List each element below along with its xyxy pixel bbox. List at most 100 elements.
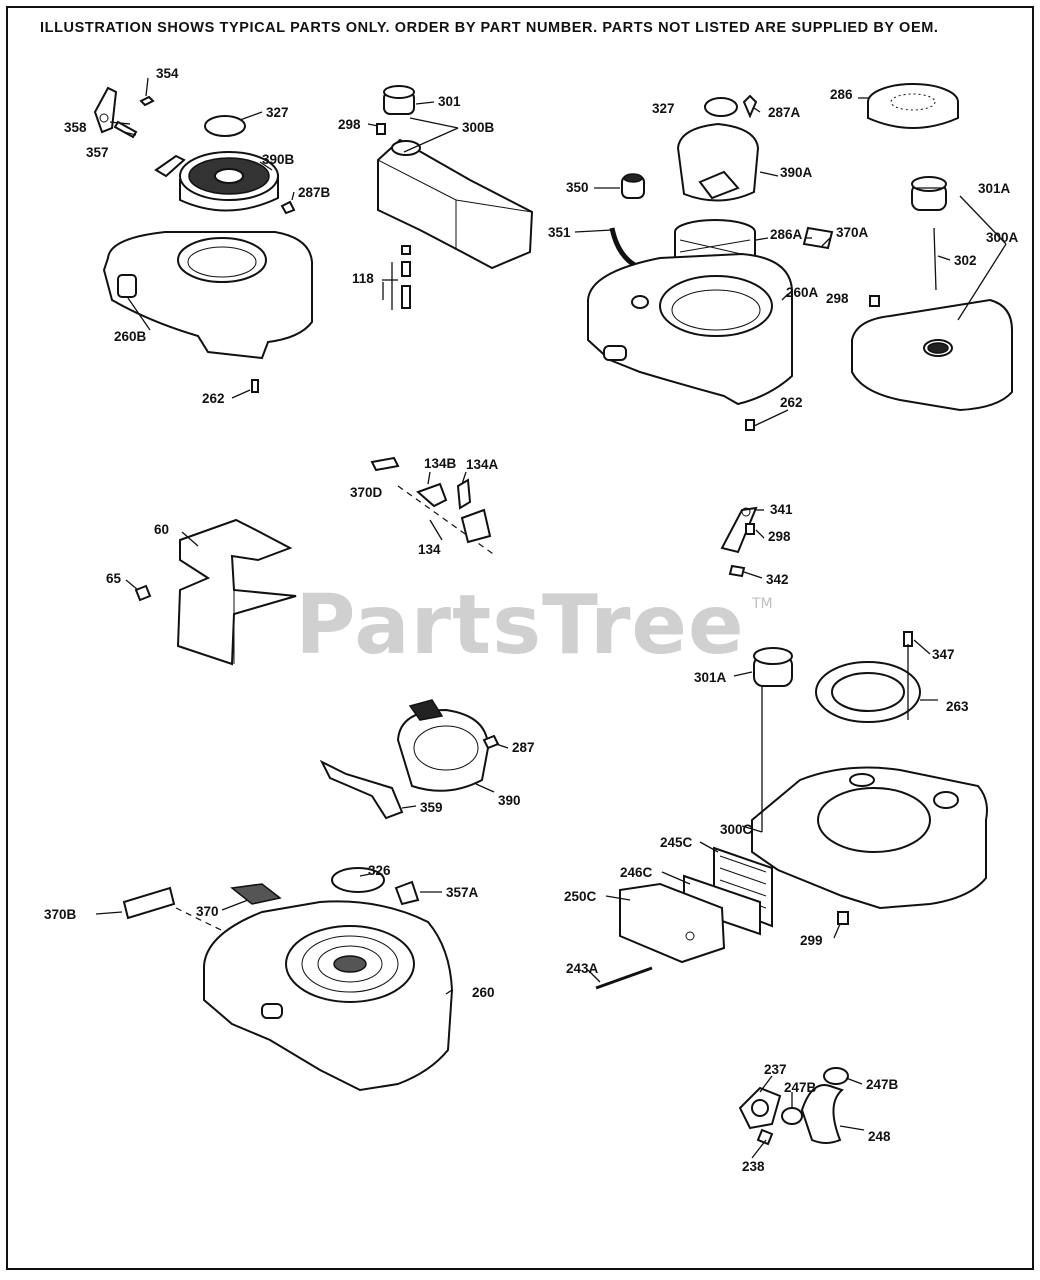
part-300c-fuel-tank xyxy=(751,766,988,910)
callout-245c: 245C xyxy=(660,835,693,850)
diagram-header-note: ILLUSTRATION SHOWS TYPICAL PARTS ONLY. O… xyxy=(40,20,939,36)
callout-134: 134 xyxy=(418,542,441,557)
callout-287a: 287A xyxy=(768,105,801,120)
part-134-control-bracket xyxy=(397,485,497,557)
callout-260b: 260B xyxy=(114,329,147,344)
part-286-foam-filter xyxy=(867,83,959,129)
callout-326: 326 xyxy=(368,863,391,878)
callout-359: 359 xyxy=(420,800,443,815)
part-301-fuel-cap xyxy=(383,85,415,115)
callout-357a: 357A xyxy=(446,885,479,900)
callout-350: 350 xyxy=(566,180,589,195)
part-327-cap xyxy=(204,115,246,137)
part-238-screw xyxy=(756,1128,774,1146)
part-247b-clamp-1 xyxy=(781,1107,803,1125)
part-354-clip xyxy=(139,95,155,107)
part-287a-screw xyxy=(742,94,758,119)
callout-370: 370 xyxy=(196,904,219,919)
callout-342: 342 xyxy=(766,572,789,587)
callout-341: 341 xyxy=(770,502,793,517)
callout-243a: 243A xyxy=(566,961,599,976)
callout-262: 262 xyxy=(202,391,225,406)
callout-250c: 250C xyxy=(564,889,597,904)
callout-390a: 390A xyxy=(780,165,813,180)
callout-347: 347 xyxy=(932,647,955,662)
diagram-border xyxy=(6,6,1034,1270)
callout-287: 287 xyxy=(512,740,535,755)
callout-370b: 370B xyxy=(44,907,77,922)
part-262-screw xyxy=(251,379,259,393)
callout-262-b: 262 xyxy=(780,395,803,410)
callout-300b: 300B xyxy=(462,120,495,135)
part-302-strainer xyxy=(933,227,937,291)
callout-246c: 246C xyxy=(620,865,653,880)
callout-370a: 370A xyxy=(836,225,869,240)
callout-260a: 260A xyxy=(786,285,819,300)
part-260a-blower-housing xyxy=(587,252,793,406)
part-298-screw-2 xyxy=(869,295,880,307)
part-351-primer-tube xyxy=(609,227,642,271)
part-390-rewind-starter xyxy=(396,699,490,792)
callout-301: 301 xyxy=(438,94,461,109)
callout-118: 118 xyxy=(352,271,374,286)
part-350-primer-bulb xyxy=(621,173,645,199)
part-298-screw-3 xyxy=(745,523,755,535)
part-347-screw xyxy=(903,631,913,647)
part-359-governor-lever xyxy=(319,759,404,820)
callout-247b: 247B xyxy=(784,1080,817,1095)
part-327-cap-2 xyxy=(704,97,738,117)
callout-301a-b: 301A xyxy=(694,670,727,685)
part-370b-decal xyxy=(122,886,176,920)
callout-287b: 287B xyxy=(298,185,331,200)
callout-298: 298 xyxy=(338,117,361,132)
callout-370d: 370D xyxy=(350,485,383,500)
part-357a-clip xyxy=(394,880,420,906)
callout-248: 248 xyxy=(868,1129,891,1144)
callout-237: 237 xyxy=(764,1062,787,1077)
leader-lines xyxy=(95,77,1007,1159)
part-60-baffle-shroud xyxy=(176,518,297,666)
part-65-screw xyxy=(134,584,152,602)
callout-390: 390 xyxy=(498,793,521,808)
callout-390b: 390B xyxy=(262,152,295,167)
part-248-elbow xyxy=(800,1084,844,1144)
part-301a-fuel-cap xyxy=(911,176,947,211)
part-390a-rewind-starter xyxy=(676,122,760,202)
callout-298-b: 298 xyxy=(826,291,849,306)
callout-327: 327 xyxy=(266,105,289,120)
part-358-bracket xyxy=(93,86,118,134)
callout-263: 263 xyxy=(946,699,969,714)
part-342-screw xyxy=(728,564,746,578)
part-341-governor-link xyxy=(720,506,758,554)
callout-134b: 134B xyxy=(424,456,457,471)
part-260b-blower-housing xyxy=(102,231,313,360)
callout-351: 351 xyxy=(548,225,571,240)
callout-65: 65 xyxy=(106,571,122,586)
callout-134a: 134A xyxy=(466,457,499,472)
callout-301a: 301A xyxy=(978,181,1011,196)
callout-354: 354 xyxy=(156,66,179,81)
part-299-nut xyxy=(837,911,849,925)
part-262-screw-2 xyxy=(745,419,755,431)
callout-286: 286 xyxy=(830,87,853,102)
part-326-cap xyxy=(331,867,385,893)
part-237-gasket-flange xyxy=(738,1086,782,1130)
callout-357: 357 xyxy=(86,145,109,160)
part-263-ring xyxy=(815,661,921,723)
part-250c-air-cleaner-cover xyxy=(619,882,726,964)
part-370-decal xyxy=(230,883,282,905)
part-134a-clip xyxy=(456,478,472,510)
callout-247b-2: 247B xyxy=(866,1077,899,1092)
trademark-symbol: TM xyxy=(752,596,773,612)
part-300a-fuel-tank xyxy=(851,298,1013,412)
part-301a-fuel-cap-2 xyxy=(753,647,793,687)
part-243a-screw xyxy=(595,966,653,990)
part-390b-rewind-starter xyxy=(154,151,279,212)
callout-238: 238 xyxy=(742,1159,765,1174)
part-287b-screw xyxy=(280,200,296,215)
part-247b-clamp-2 xyxy=(823,1067,849,1085)
callout-327-b: 327 xyxy=(652,101,675,116)
part-118-fuel-line-fitting xyxy=(391,245,411,310)
